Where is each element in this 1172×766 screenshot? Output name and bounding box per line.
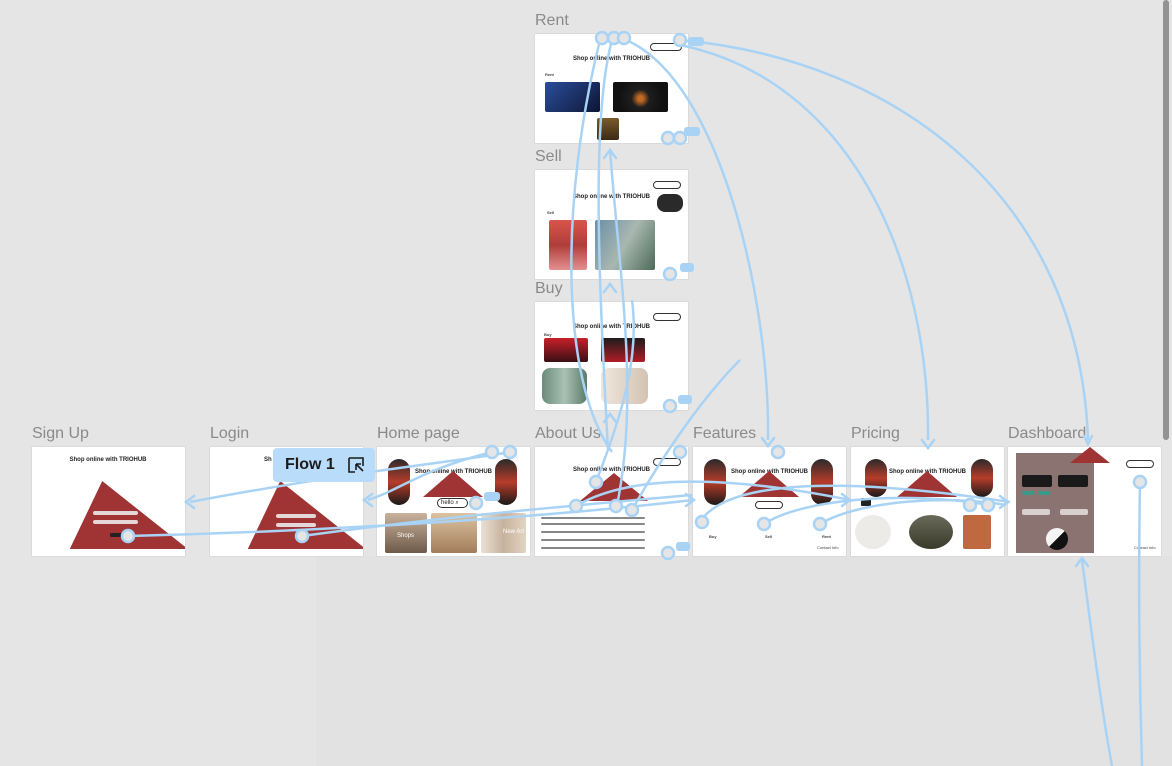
- helmet-image: [613, 82, 668, 112]
- store-image: [544, 338, 588, 362]
- frame-home[interactable]: Shop online with TRIOHUB hello ⌕ Shops N…: [377, 447, 530, 556]
- search-text: hello: [441, 500, 454, 506]
- dashboard-panel: [1016, 453, 1094, 553]
- sell-label[interactable]: Sell: [765, 534, 773, 539]
- new-arrivals-label: New Arr: [503, 529, 525, 535]
- phone-image: [704, 459, 726, 505]
- contact-label: Contact Info: [817, 545, 839, 550]
- frame-sell[interactable]: Shop online with TRIOHUB Sell: [535, 170, 688, 279]
- frame-title: Shop online with TRIOHUB: [573, 324, 650, 330]
- search-pill[interactable]: [650, 43, 682, 51]
- frame-label-signup[interactable]: Sign Up: [32, 425, 89, 442]
- section-heading: Sell: [547, 210, 555, 215]
- brand-triangle: [60, 481, 185, 549]
- wallet-image: [657, 194, 683, 212]
- frame-label-login[interactable]: Login: [210, 425, 250, 442]
- frame-pricing[interactable]: Shop online with TRIOHUB: [851, 447, 1004, 556]
- frame-buy[interactable]: Shop online with TRIOHUB Buy: [535, 302, 688, 410]
- flow-start-badge[interactable]: Flow 1: [273, 448, 375, 482]
- frame-label-home[interactable]: Home page: [377, 425, 460, 442]
- phone-image: [865, 459, 887, 497]
- frame-label-about[interactable]: About Us: [535, 425, 601, 442]
- wire-rent-dashboard: [679, 38, 1090, 441]
- search-pill[interactable]: [1126, 460, 1154, 468]
- shop-image: [549, 220, 587, 270]
- stat-badge: [1022, 491, 1034, 495]
- search-pill[interactable]: [653, 181, 681, 189]
- stat-badge: [1038, 491, 1050, 495]
- brand-triangle: [897, 471, 957, 497]
- section-heading: Buy: [544, 332, 552, 337]
- cart-icon[interactable]: [861, 498, 871, 506]
- input-box[interactable]: [1060, 509, 1088, 515]
- frame-label-buy[interactable]: Buy: [535, 280, 563, 297]
- buy-label[interactable]: Buy: [709, 534, 717, 539]
- brand-triangle: [739, 471, 799, 497]
- contact-label: Contact Info: [1134, 545, 1156, 550]
- frame-label-rent[interactable]: Rent: [535, 12, 569, 29]
- frame-label-sell[interactable]: Sell: [535, 148, 562, 165]
- frame-about[interactable]: Shop online with TRIOHUB: [535, 447, 688, 556]
- phone-image-right: [971, 459, 993, 497]
- text-line: [541, 539, 645, 541]
- vertical-scrollbar[interactable]: [1163, 0, 1169, 440]
- frame-title: Shop online with TRIOHUB: [573, 56, 650, 62]
- text-line: [541, 523, 645, 525]
- phone-image-right: [811, 459, 833, 505]
- car-image: [545, 82, 600, 112]
- frame-label-pricing[interactable]: Pricing: [851, 425, 900, 442]
- shops-label: Shops: [397, 533, 415, 539]
- product-image: [597, 118, 619, 140]
- frame-features[interactable]: Shop online with TRIOHUB Buy Sell Rent C…: [693, 447, 846, 556]
- sweater-image[interactable]: [963, 515, 991, 549]
- frame-dashboard[interactable]: Contact Info: [1008, 447, 1161, 556]
- bag-image: [601, 338, 645, 362]
- money-image: [595, 220, 655, 270]
- market-image[interactable]: [909, 515, 953, 549]
- input-box[interactable]: [1022, 509, 1050, 515]
- collection-image[interactable]: [431, 513, 477, 553]
- search-pill[interactable]: [653, 458, 681, 466]
- search-pill[interactable]: [755, 501, 783, 509]
- rent-label[interactable]: Rent: [822, 534, 831, 539]
- flow-label: Flow 1: [285, 456, 335, 473]
- password-field[interactable]: [276, 523, 316, 527]
- frame-rent[interactable]: Shop online with TRIOHUB Rent: [535, 34, 688, 143]
- username-field[interactable]: [276, 514, 316, 518]
- stat-card: [1022, 475, 1052, 487]
- frame-label-features[interactable]: Features: [693, 425, 757, 442]
- text-line: [541, 547, 645, 549]
- frame-label-dashboard[interactable]: Dashboard: [1008, 425, 1087, 442]
- search-icon: ⌕: [455, 500, 459, 506]
- phone-image: [388, 459, 410, 505]
- signup-button[interactable]: [110, 533, 126, 537]
- phone-image-right: [495, 459, 517, 505]
- text-line: [541, 531, 645, 533]
- frame-signup[interactable]: Shop online with TRIOHUB: [32, 447, 185, 556]
- section-heading: Rent: [545, 72, 554, 77]
- frame-title: Shop online with TRIOHUB: [69, 457, 147, 463]
- shirts-image: [601, 368, 648, 404]
- search-pill[interactable]: [653, 313, 681, 321]
- wire-rent-pricing: [679, 43, 930, 441]
- play-prototype-icon[interactable]: [347, 456, 365, 474]
- pie-chart: [1046, 528, 1068, 550]
- brand-triangle: [580, 473, 648, 501]
- email-field[interactable]: [93, 520, 138, 524]
- brand-triangle: [423, 471, 483, 497]
- name-field[interactable]: [93, 511, 138, 515]
- clothes-image: [542, 368, 587, 404]
- search-input[interactable]: hello ⌕: [437, 498, 468, 508]
- brand-triangle: [1070, 447, 1110, 463]
- stat-card: [1058, 475, 1088, 487]
- text-line: [541, 517, 645, 519]
- canvas-region: [316, 556, 1172, 766]
- tshirt-image[interactable]: [855, 515, 891, 549]
